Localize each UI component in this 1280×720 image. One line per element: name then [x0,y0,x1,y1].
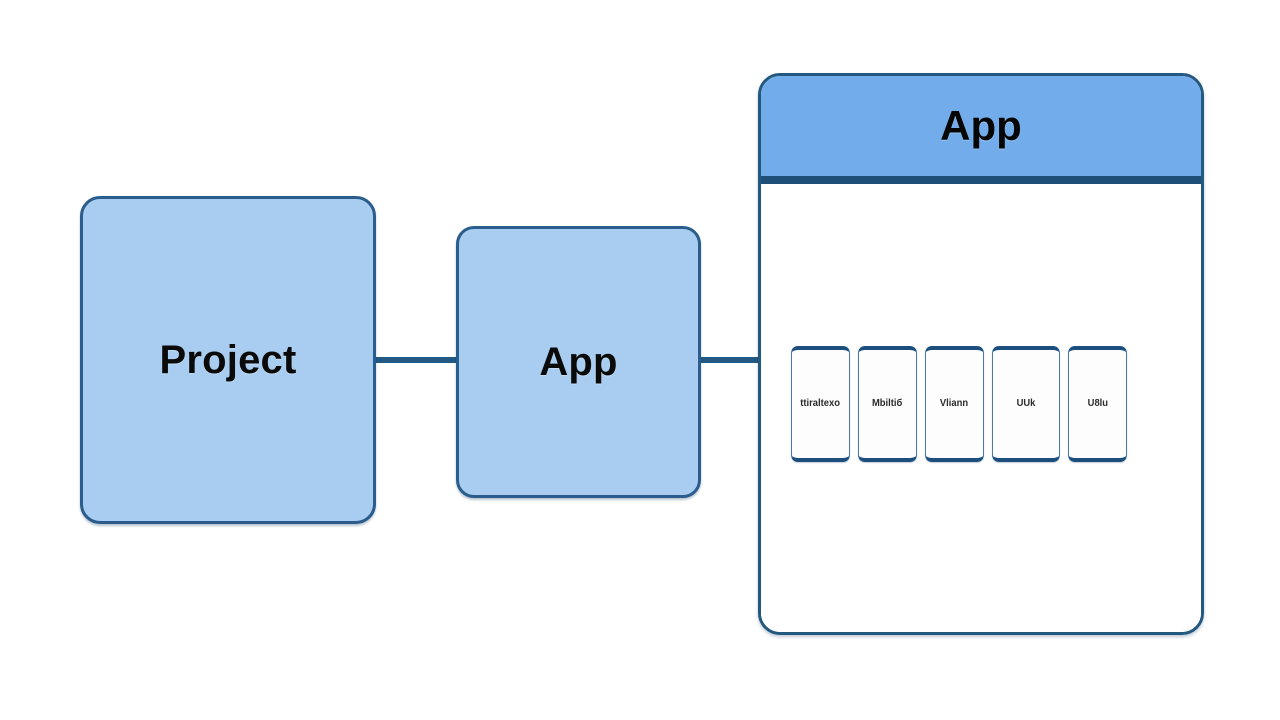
card-3-label: Vliann [940,398,969,409]
card-4[interactable]: UUk [992,346,1060,462]
connector-project-to-app [375,357,458,363]
card-5[interactable]: U8lu [1068,346,1127,462]
panel-app-card-row: ttiraltexo Mbiltiб Vliann UUk U8lu [791,346,1127,462]
node-app[interactable]: App [456,226,701,498]
node-project-label: Project [159,338,297,382]
panel-app-body: ttiraltexo Mbiltiб Vliann UUk U8lu [761,184,1201,632]
panel-app-title: App [940,102,1022,149]
card-2[interactable]: Mbiltiб [858,346,917,462]
card-5-label: U8lu [1087,398,1108,409]
connector-app-to-panel [699,357,759,363]
panel-app-header: App [761,76,1201,184]
card-1[interactable]: ttiraltexo [791,346,850,462]
card-2-label: Mbiltiб [872,398,903,409]
node-app-label: App [539,340,618,384]
card-3[interactable]: Vliann [925,346,984,462]
card-4-label: UUk [1016,398,1036,409]
card-1-label: ttiraltexo [800,398,841,409]
panel-app[interactable]: App ttiraltexo Mbiltiб Vliann UUk U8lu [758,73,1204,635]
node-project[interactable]: Project [80,196,376,524]
